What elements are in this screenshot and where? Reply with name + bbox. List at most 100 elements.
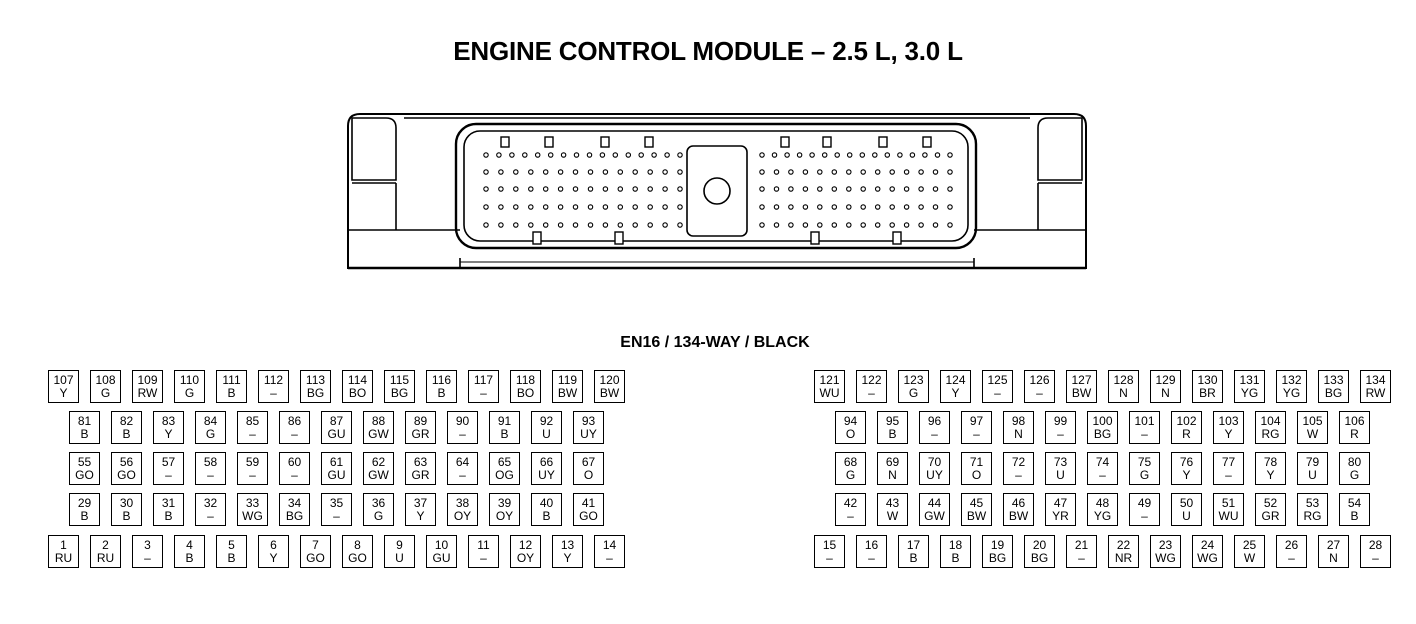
pin-number: 21	[1074, 537, 1089, 552]
connector-key-top	[500, 136, 510, 148]
pin-number: 1	[60, 537, 67, 552]
pin-number: 37	[413, 495, 428, 510]
wire-color-code: –	[207, 467, 214, 482]
pin-117: 117–	[468, 370, 499, 403]
pin-number: 20	[1032, 537, 1047, 552]
wire-color-code: BW	[1071, 385, 1092, 400]
connector-key-bottom	[614, 231, 624, 245]
pin-number: 34	[287, 495, 302, 510]
pin-number: 105	[1302, 413, 1323, 428]
pin-number: 7	[312, 537, 319, 552]
pin-number: 29	[77, 495, 92, 510]
pin-socket	[498, 186, 504, 192]
pin-number: 91	[497, 413, 512, 428]
pin-number: 74	[1095, 454, 1110, 469]
pin-socket	[647, 204, 653, 210]
wire-color-code: B	[437, 385, 446, 400]
wire-color-code: BG	[1030, 550, 1049, 565]
pin-socket	[632, 169, 638, 175]
pin-socket	[773, 222, 780, 228]
connector-latch	[686, 145, 748, 237]
pin-socket	[773, 204, 780, 210]
wire-color-code: Y	[563, 550, 572, 565]
pin-number: 131	[1239, 372, 1260, 387]
pin-number: 134	[1365, 372, 1386, 387]
pin-number: 50	[1179, 495, 1194, 510]
wire-color-code: WG	[242, 508, 263, 523]
wire-color-code: B	[888, 426, 897, 441]
pin-number: 4	[186, 537, 193, 552]
pin-socket	[788, 169, 794, 175]
pin-number: 124	[945, 372, 966, 387]
wire-color-code: Y	[269, 550, 278, 565]
pin-number: 128	[1113, 372, 1134, 387]
pin-socket	[534, 152, 541, 158]
connector-key-bottom	[532, 231, 542, 245]
pin-socket	[947, 152, 953, 158]
pin-number: 107	[53, 372, 74, 387]
pin-socket	[557, 169, 564, 175]
pin-socket	[759, 186, 765, 192]
pin-number: 42	[843, 495, 858, 510]
pin-number: 49	[1137, 495, 1152, 510]
pin-socket	[664, 152, 670, 158]
wire-color-code: B	[227, 550, 236, 565]
wire-color-code: G	[184, 385, 195, 400]
pin-59: 59–	[237, 452, 268, 485]
pin-number: 63	[413, 454, 428, 469]
pin-number: 85	[245, 413, 260, 428]
pin-number: 25	[1242, 537, 1257, 552]
wire-color-code: –	[291, 467, 298, 482]
connector-key-top	[922, 136, 932, 148]
pin-socket	[874, 169, 881, 175]
wire-color-code: B	[227, 385, 236, 400]
pin-socket	[846, 152, 853, 158]
pin-socket	[513, 204, 519, 210]
wire-color-code: GU	[327, 467, 346, 482]
pin-socket	[662, 204, 668, 210]
wire-color-code: –	[931, 426, 938, 441]
pin-socket	[802, 186, 809, 192]
connector-key-top	[600, 136, 610, 148]
pin-32: 32–	[195, 493, 226, 526]
pin-socket	[662, 169, 668, 175]
pin-number: 126	[1029, 372, 1050, 387]
pin-number: 97	[969, 413, 984, 428]
pin-number: 103	[1218, 413, 1239, 428]
pin-socket	[846, 169, 852, 175]
wire-color-code: GO	[579, 508, 598, 523]
wire-color-code: BW	[557, 385, 578, 400]
wire-color-code: YG	[1240, 385, 1259, 400]
pin-socket	[638, 152, 644, 158]
pin-number: 99	[1053, 413, 1068, 428]
pin-socket	[677, 222, 683, 228]
pin-number: 14	[602, 537, 617, 552]
wire-color-code: R	[1182, 426, 1191, 441]
wire-color-code: WU	[1218, 508, 1239, 523]
pin-socket	[573, 152, 580, 158]
pin-number: 93	[581, 413, 596, 428]
pin-number: 36	[371, 495, 386, 510]
pin-socket	[872, 152, 878, 158]
wire-color-code: G	[205, 426, 216, 441]
pin-96: 96–	[919, 411, 950, 444]
pin-number: 117	[473, 372, 494, 387]
pin-socket	[947, 169, 953, 175]
